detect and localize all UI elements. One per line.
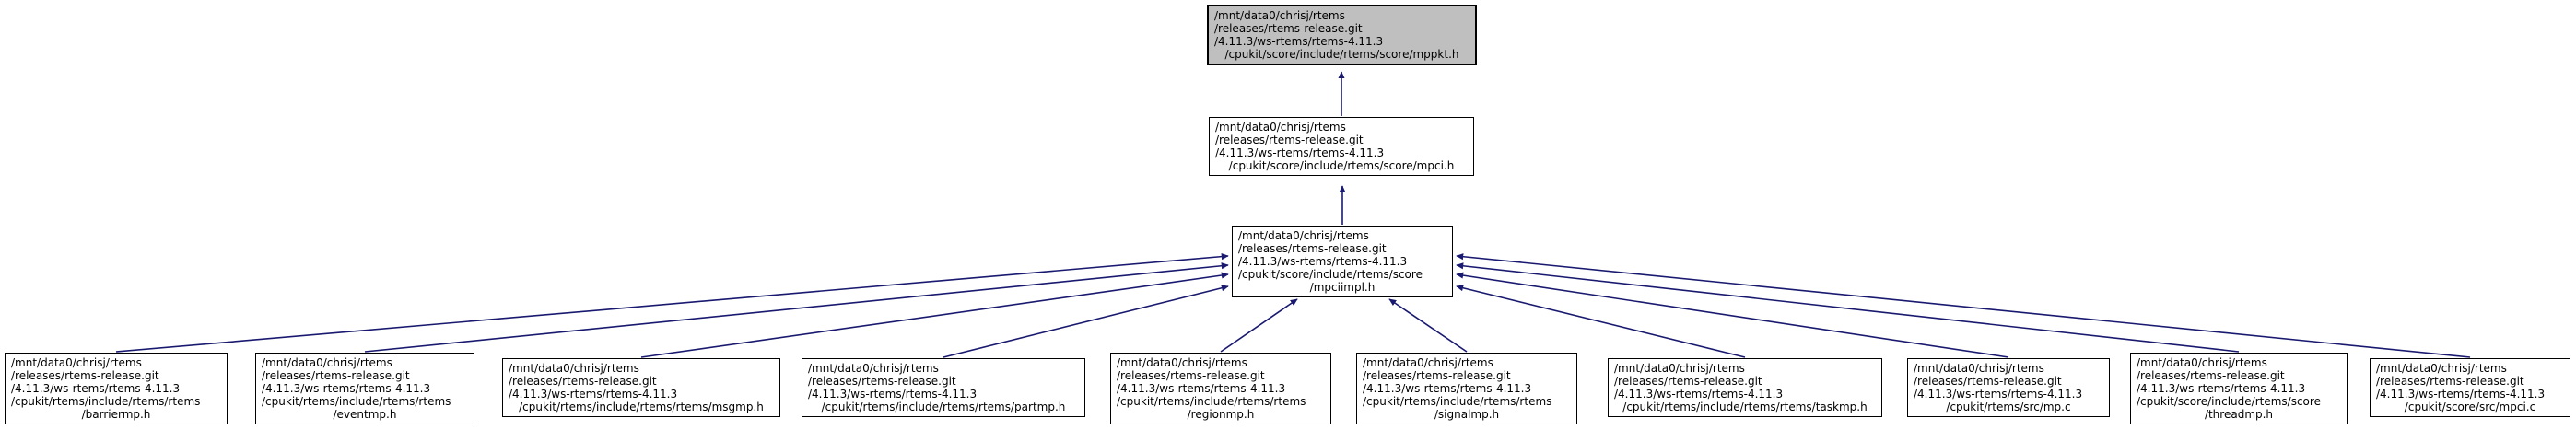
node-label-line: /mnt/data0/chrisj/rtems (1214, 9, 1345, 22)
edge-threadmp-to-mpciimpl (1456, 262, 2240, 353)
node-label-line: /releases/rtems-release.git (1914, 375, 2062, 388)
node-label-line: /cpukit/score/include/rtems/score/mpci.h (1228, 159, 1455, 172)
node-label-line: /4.11.3/ws-rtems/rtems-4.11.3 (2376, 388, 2546, 401)
node-label-line: /4.11.3/ws-rtems/rtems-4.11.3 (1914, 388, 2083, 401)
edge-mp-c-to-mpciimpl (1456, 272, 2009, 358)
node-label-line: /cpukit/rtems/include/rtems/rtems/taskmp… (1622, 401, 1868, 413)
node-label-line: /signalmp.h (1434, 408, 1500, 421)
node-label-line: /4.11.3/ws-rtems/rtems-4.11.3 (2137, 382, 2306, 395)
node-label-line: /4.11.3/ws-rtems/rtems-4.11.3 (1363, 382, 1532, 395)
edge-barriermp-to-mpciimpl (115, 253, 1229, 353)
node-label-line: /releases/rtems-release.git (2137, 369, 2285, 382)
graph-node-mp-c[interactable]: /mnt/data0/chrisj/rtems/releases/rtems-r… (1907, 358, 2110, 417)
node-label-line: /releases/rtems-release.git (1215, 134, 1364, 146)
node-label-line: /releases/rtems-release.git (1363, 369, 1511, 382)
node-label-line: /cpukit/rtems/include/rtems/rtems (1363, 395, 1552, 408)
graph-node-threadmp-h[interactable]: /mnt/data0/chrisj/rtems/releases/rtems-r… (2130, 353, 2348, 424)
node-label-line: /cpukit/rtems/include/rtems/rtems (262, 395, 451, 408)
edge-regionmp-to-mpciimpl (1220, 298, 1298, 353)
node-label-line: /4.11.3/ws-rtems/rtems-4.11.3 (1214, 35, 1384, 48)
node-label-line: /cpukit/rtems/include/rtems/rtems/msgmp.… (519, 401, 764, 413)
node-label-line: /mpciimpl.h (1309, 281, 1376, 294)
node-label-line: /eventmp.h (333, 408, 397, 421)
node-label-line: /mnt/data0/chrisj/rtems (1614, 362, 1745, 375)
edge-partmp-to-mpciimpl (943, 285, 1229, 358)
node-label-line: /mnt/data0/chrisj/rtems (808, 362, 939, 375)
edge-signalmp-to-mpciimpl (1388, 298, 1468, 353)
node-label-line: /cpukit/rtems/src/mp.c (1946, 401, 2071, 413)
node-label-line: /mnt/data0/chrisj/rtems (1238, 229, 1369, 242)
node-label-line: /mnt/data0/chrisj/rtems (1215, 121, 1346, 134)
node-label-line: /cpukit/score/include/rtems/score (1238, 268, 1423, 281)
graph-node-mppkt-h[interactable]: /mnt/data0/chrisj/rtems/releases/rtems-r… (1207, 5, 1477, 65)
node-label-line: /mnt/data0/chrisj/rtems (509, 362, 639, 375)
node-label-line: /regionmp.h (1187, 408, 1255, 421)
node-label-line: /cpukit/score/include/rtems/score (2137, 395, 2321, 408)
node-label-line: /releases/rtems-release.git (262, 369, 410, 382)
node-label-line: /releases/rtems-release.git (1238, 242, 1387, 255)
node-label-line: /cpukit/score/src/mpci.c (2404, 401, 2536, 413)
node-label-line: /cpukit/rtems/include/rtems/rtems (1117, 395, 1306, 408)
edge-msgmp-to-mpciimpl (640, 272, 1229, 358)
node-label-line: /cpukit/rtems/include/rtems/rtems/partmp… (821, 401, 1066, 413)
node-label-line: /4.11.3/ws-rtems/rtems-4.11.3 (262, 382, 431, 395)
node-label-line: /barriermp.h (81, 408, 151, 421)
graph-node-mpci-c[interactable]: /mnt/data0/chrisj/rtems/releases/rtems-r… (2370, 358, 2570, 417)
node-label-line: /4.11.3/ws-rtems/rtems-4.11.3 (509, 388, 678, 401)
graph-node-eventmp-h[interactable]: /mnt/data0/chrisj/rtems/releases/rtems-r… (255, 353, 474, 424)
node-label-line: /4.11.3/ws-rtems/rtems-4.11.3 (808, 388, 978, 401)
graph-node-regionmp-h[interactable]: /mnt/data0/chrisj/rtems/releases/rtems-r… (1110, 353, 1331, 424)
node-label-line: /4.11.3/ws-rtems/rtems-4.11.3 (1614, 388, 1784, 401)
edge-mpci-c-to-mpciimpl (1456, 253, 2471, 358)
node-label-line: /mnt/data0/chrisj/rtems (2376, 362, 2507, 375)
node-label-line: /mnt/data0/chrisj/rtems (1363, 356, 1493, 369)
node-label-line: /threadmp.h (2204, 408, 2274, 421)
node-label-line: /releases/rtems-release.git (1214, 22, 1363, 35)
graph-node-mpciimpl-h[interactable]: /mnt/data0/chrisj/rtems/releases/rtems-r… (1232, 226, 1453, 297)
node-label-line: /releases/rtems-release.git (1614, 375, 1762, 388)
graph-node-partmp-h[interactable]: /mnt/data0/chrisj/rtems/releases/rtems-r… (802, 358, 1085, 417)
node-label-line: /mnt/data0/chrisj/rtems (1117, 356, 1247, 369)
node-label-line: /releases/rtems-release.git (11, 369, 159, 382)
node-label-line: /4.11.3/ws-rtems/rtems-4.11.3 (1238, 255, 1408, 268)
node-label-line: /mnt/data0/chrisj/rtems (1914, 362, 2044, 375)
node-label-line: /releases/rtems-release.git (808, 375, 956, 388)
graph-node-msgmp-h[interactable]: /mnt/data0/chrisj/rtems/releases/rtems-r… (502, 358, 780, 417)
node-label-line: /cpukit/rtems/include/rtems/rtems (11, 395, 201, 408)
graph-node-mpci-h[interactable]: /mnt/data0/chrisj/rtems/releases/rtems-r… (1209, 117, 1474, 176)
node-label-line: /4.11.3/ws-rtems/rtems-4.11.3 (1117, 382, 1286, 395)
node-label-line: /releases/rtems-release.git (2376, 375, 2524, 388)
edge-taskmp-to-mpciimpl (1456, 285, 1746, 358)
node-label-line: /releases/rtems-release.git (1117, 369, 1265, 382)
node-label-line: /mnt/data0/chrisj/rtems (2137, 356, 2267, 369)
node-label-line: /4.11.3/ws-rtems/rtems-4.11.3 (11, 382, 181, 395)
graph-node-barriermp-h[interactable]: /mnt/data0/chrisj/rtems/releases/rtems-r… (5, 353, 228, 424)
edge-eventmp-to-mpciimpl (364, 262, 1229, 353)
node-label-line: /mnt/data0/chrisj/rtems (262, 356, 392, 369)
graph-node-taskmp-h[interactable]: /mnt/data0/chrisj/rtems/releases/rtems-r… (1608, 358, 1882, 417)
node-label-line: /cpukit/score/include/rtems/score/mppkt.… (1224, 48, 1459, 61)
node-label-line: /releases/rtems-release.git (509, 375, 657, 388)
graph-node-signalmp-h[interactable]: /mnt/data0/chrisj/rtems/releases/rtems-r… (1356, 353, 1577, 424)
node-label-line: /4.11.3/ws-rtems/rtems-4.11.3 (1215, 146, 1385, 159)
node-label-line: /mnt/data0/chrisj/rtems (11, 356, 142, 369)
